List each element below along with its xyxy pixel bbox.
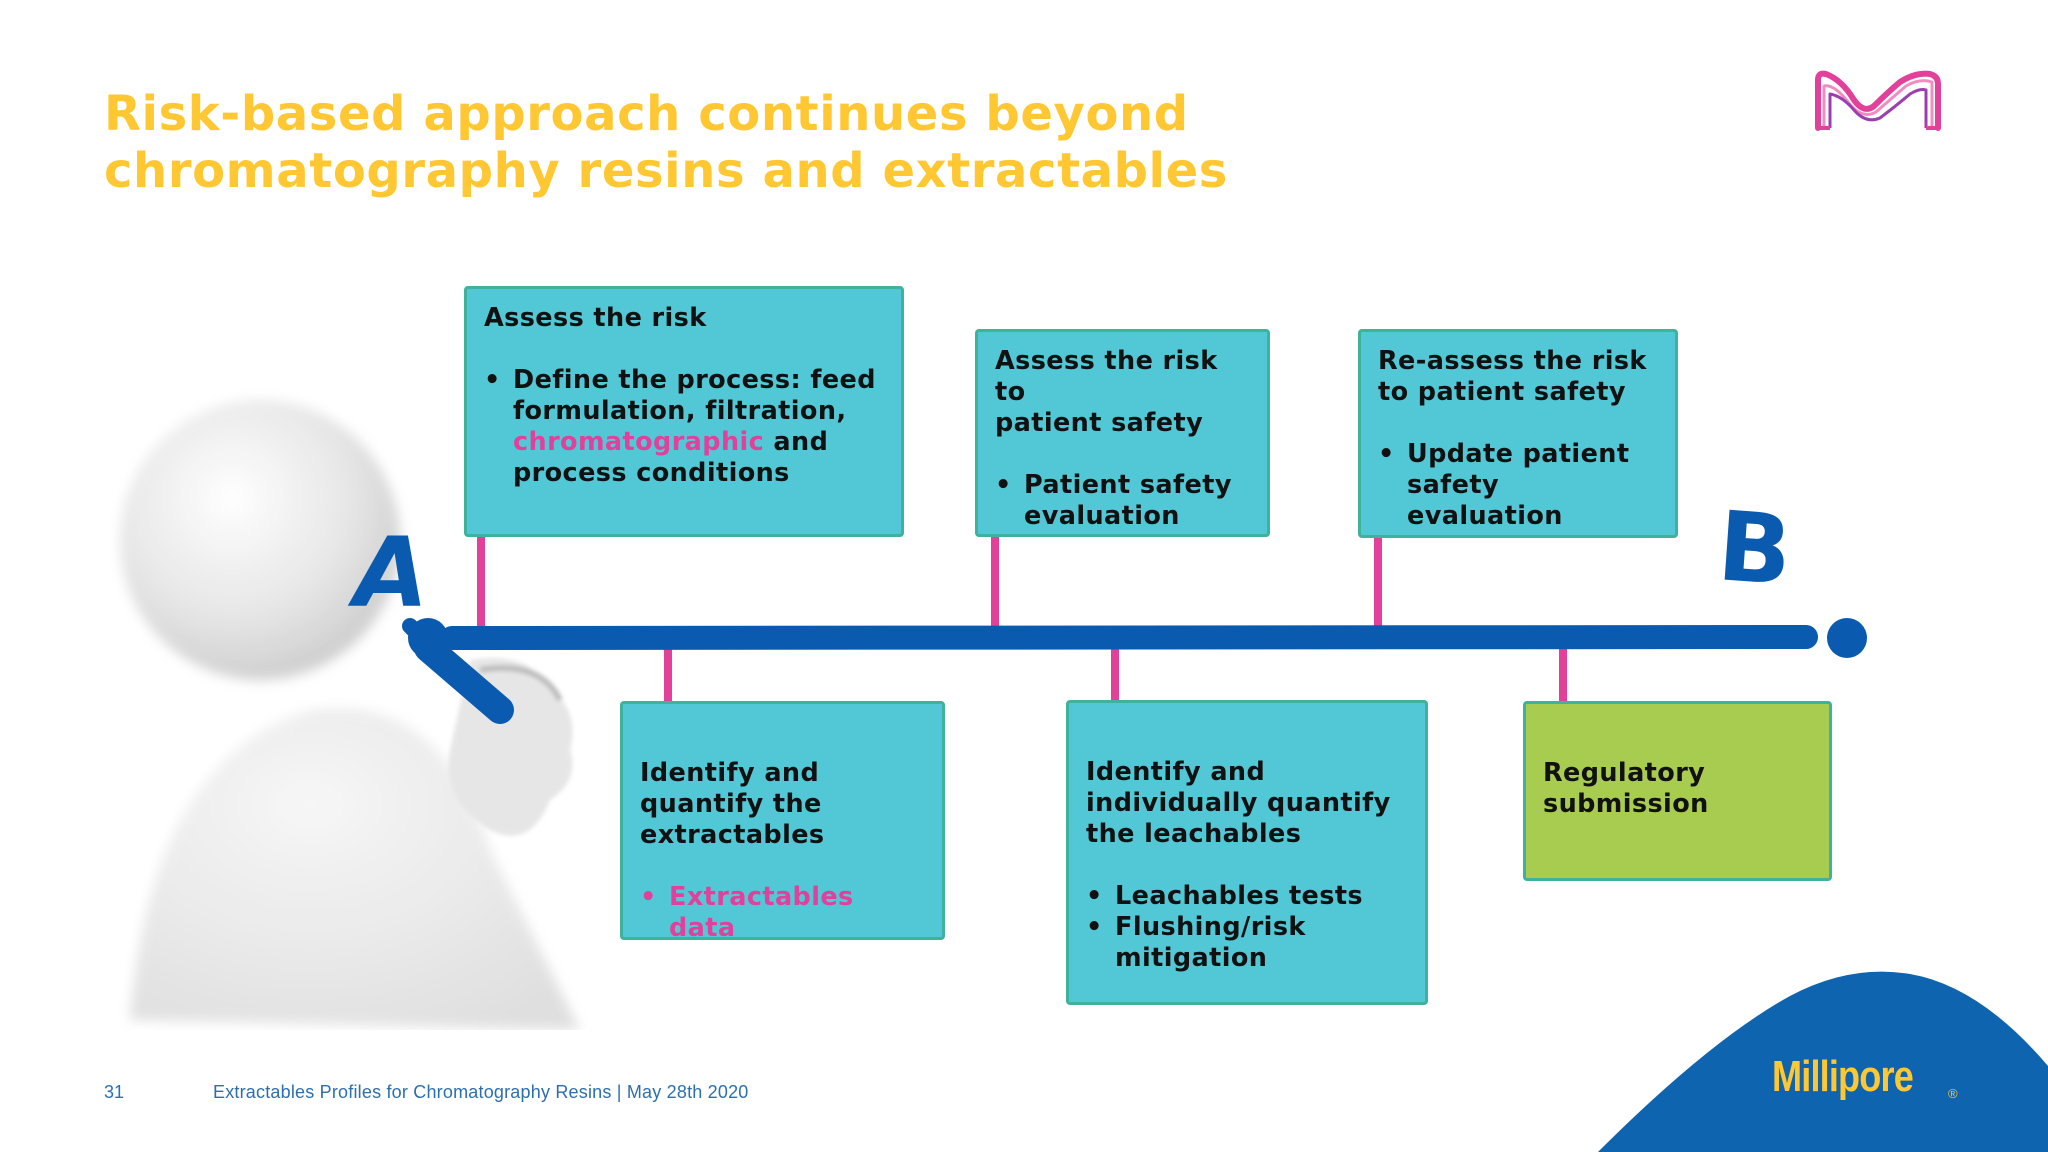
box-heading-line: quantify the (640, 789, 822, 819)
box-reassess-patient-safety: Re-assess the risk to patient safety Upd… (1358, 329, 1678, 538)
bullet-list: Extractables data (640, 882, 926, 944)
corner-shape (1598, 971, 2048, 1152)
bullet-list: Define the process: feed formulation, fi… (484, 365, 885, 489)
box-heading: Assess the risk (484, 303, 885, 334)
box-heading-line: extractables (640, 820, 825, 850)
bullet-text: Define the process: feed formulation, fi… (513, 365, 876, 426)
bullet-item: Extractables data (640, 882, 926, 944)
registered-mark: ® (1948, 1086, 1958, 1101)
box-heading-line: Assess the risk (484, 303, 707, 333)
title-line-1: Risk-based approach continues beyond (104, 86, 1189, 142)
millipore-wordmark: Millipore (1772, 1052, 1914, 1101)
box-heading-line: Assess the risk to (995, 346, 1218, 407)
stick-figure-icon (120, 400, 580, 1030)
merck-m-logo-icon (1815, 70, 1941, 131)
bullet-list: Patient safety evaluation (995, 470, 1251, 532)
box-assess-patient-safety: Assess the risk to patient safety Patien… (975, 329, 1270, 537)
timeline-end-dot (1827, 618, 1867, 658)
bullet-list: Leachables tests Flushing/risk mitigatio… (1086, 881, 1409, 974)
box-heading-line: Re-assess the risk (1378, 346, 1647, 376)
bullet-item: Define the process: feed formulation, fi… (484, 365, 885, 489)
box-regulatory-submission: Regulatory submission (1523, 701, 1832, 881)
box-assess-risk: Assess the risk Define the process: feed… (464, 286, 904, 537)
box-heading-line: to patient safety (1378, 377, 1626, 407)
box-heading-line: Regulatory (1543, 758, 1706, 788)
footer-text: Extractables Profiles for Chromatography… (213, 1082, 749, 1102)
box-heading: Identify and quantify the extractables (640, 758, 926, 851)
box-heading: Assess the risk to patient safety (995, 346, 1251, 439)
box-heading: Identify and individually quantify the l… (1086, 757, 1409, 850)
bullet-item: Patient safety evaluation (995, 470, 1251, 532)
box-heading-line: patient safety (995, 408, 1204, 438)
box-heading: Re-assess the risk to patient safety (1378, 346, 1659, 408)
box-heading-line: Identify and (640, 758, 820, 788)
label-b: B (1714, 490, 1795, 607)
title-line-2: chromatography resins and extractables (104, 143, 1228, 199)
bullet-text: and process conditions (513, 427, 829, 488)
box-identify-extractables: Identify and quantify the extractables E… (620, 701, 945, 943)
box-heading-line: individually quantify (1086, 788, 1391, 818)
highlighted-term: chromatographic (513, 427, 765, 457)
box-heading-line: the leachables (1086, 819, 1302, 849)
box-heading-line: Identify and (1086, 757, 1266, 787)
bullet-item: Leachables tests (1086, 881, 1409, 912)
box-identify-leachables: Identify and individually quantify the l… (1066, 700, 1428, 1005)
bullet-list: Update patient safety evaluation (1378, 439, 1659, 532)
bullet-item: Flushing/risk mitigation (1086, 912, 1409, 974)
box-heading: Regulatory submission (1543, 758, 1813, 820)
page-number: 31 (104, 1082, 125, 1102)
box-heading-line: submission (1543, 789, 1709, 819)
bullet-item: Update patient safety evaluation (1378, 439, 1659, 532)
slide-title: Risk-based approach continues beyond chr… (104, 86, 1228, 200)
